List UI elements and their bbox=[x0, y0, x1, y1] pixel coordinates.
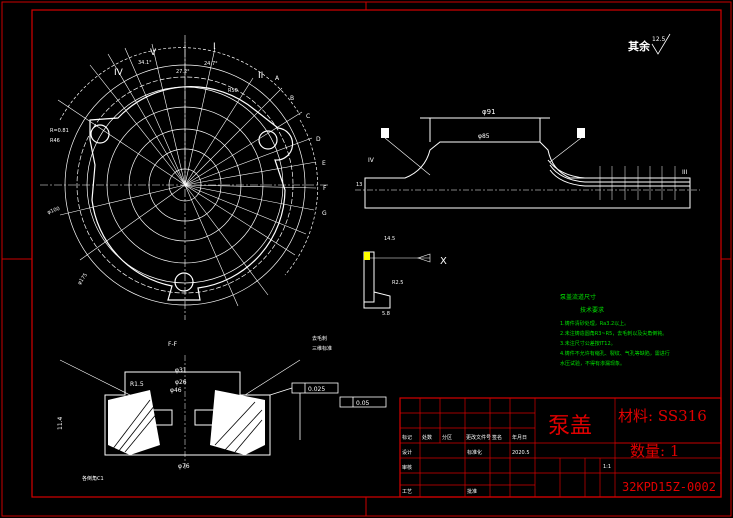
row-header-3: 更改文件号 bbox=[466, 434, 491, 441]
technical-notes: 泵盖流道尺寸 技术要求 1.铸件清砂处理，Ra3.2以上。 2.未注铸造圆角R3… bbox=[560, 293, 670, 367]
sec-phi1: φ31 bbox=[175, 367, 187, 374]
side-dim-top: φ91 bbox=[482, 108, 496, 116]
quantity: 数量: 1 bbox=[630, 442, 679, 460]
side-dim-height: 13 bbox=[356, 182, 362, 188]
role-design: 设计 bbox=[402, 449, 412, 456]
mark-II: II bbox=[258, 71, 263, 81]
sec-phi3: φ46 bbox=[170, 387, 182, 394]
tolerance-1: 0.025 bbox=[308, 386, 325, 393]
role-process: 工艺 bbox=[402, 489, 412, 495]
mark-IV: IV bbox=[114, 68, 124, 78]
role-review: 审核 bbox=[402, 464, 412, 471]
mark-C: C bbox=[306, 113, 310, 120]
dim-phi175: φ175 bbox=[77, 272, 89, 286]
mark-I: I bbox=[213, 42, 216, 52]
angle3: 24.7° bbox=[204, 61, 218, 67]
row-header-2: 分区 bbox=[442, 434, 452, 441]
mark-G: G bbox=[322, 210, 327, 217]
callout-1: 去毛刺 bbox=[312, 335, 327, 342]
detail-bottom: 5.8 bbox=[382, 311, 390, 317]
scale: 1:1 bbox=[603, 464, 611, 470]
row-header-0: 标记 bbox=[402, 434, 412, 441]
side-roman-left: IV bbox=[368, 157, 375, 164]
mark-B: B bbox=[290, 95, 294, 102]
role-standard: 标准化 bbox=[467, 449, 482, 456]
material: 材料: SS316 bbox=[618, 407, 707, 425]
mark-F: F bbox=[323, 185, 327, 192]
note-1: 1.铸件清砂处理，Ra3.2以上。 bbox=[560, 320, 629, 327]
section-view: F-F φ31 φ26 φ46 φ76 R1.5 11.4 去毛刺 三维标 bbox=[57, 335, 387, 482]
sec-phi2: φ26 bbox=[175, 379, 187, 386]
detail-view: X 14.5 R2.5 5.8 bbox=[363, 236, 447, 317]
callout-2: 三维标准 bbox=[312, 345, 332, 352]
mark-E: E bbox=[322, 160, 326, 167]
mark-A: A bbox=[275, 75, 280, 82]
roughness-note: 其余 12.5 bbox=[628, 33, 671, 55]
roughness-value: 12.5 bbox=[652, 36, 666, 43]
title-block: 泵盖 材料: SS316 数量: 1 32KPD15Z-0002 1:1 202… bbox=[399, 397, 722, 498]
notes-subtitle: 技术要求 bbox=[580, 306, 604, 314]
dim-r50: R50 bbox=[228, 88, 238, 94]
row-header-5: 年月日 bbox=[512, 434, 527, 441]
note-5: 水压试验，不得有渗漏现象。 bbox=[560, 360, 625, 367]
side-roman-right: III bbox=[682, 169, 688, 176]
note-3: 3.未注尺寸公差按IT12。 bbox=[560, 340, 616, 347]
dim-left2: R46 bbox=[50, 138, 60, 144]
detail-label-x: X bbox=[440, 256, 447, 267]
dim-left1: R=0.81 bbox=[50, 128, 69, 134]
angle2: 27.2° bbox=[176, 69, 190, 75]
detail-w: 14.5 bbox=[384, 236, 395, 242]
roughness-label: 其余 bbox=[628, 39, 651, 53]
sec-side: 11.4 bbox=[57, 416, 64, 430]
drawing-number: 32KPD15Z-0002 bbox=[622, 480, 716, 494]
tolerance-2: 0.05 bbox=[356, 400, 370, 407]
bottom-note: 各倒角C1 bbox=[82, 475, 104, 482]
angle1: 34.1° bbox=[138, 60, 152, 66]
sec-r: R1.5 bbox=[130, 381, 144, 388]
notes-title: 泵盖流道尺寸 bbox=[560, 293, 596, 301]
note-2: 2.未注铸造圆角R3~R5，去毛刺以及尖角倒钝。 bbox=[560, 330, 667, 337]
top-view: I II V IV A B C D E F G R=0.81 R46 φ100 … bbox=[40, 35, 330, 320]
part-name: 泵盖 bbox=[548, 414, 592, 439]
side-dim-mid: φ85 bbox=[478, 133, 490, 140]
detail-r: R2.5 bbox=[392, 280, 403, 286]
row-header-4: 签名 bbox=[492, 434, 502, 441]
row-header-1: 处数 bbox=[422, 434, 432, 441]
mark-D: D bbox=[316, 136, 321, 143]
dim-phi100: φ100 bbox=[47, 206, 61, 216]
inner-frame bbox=[31, 9, 722, 498]
section-label: F-F bbox=[168, 341, 178, 348]
mark-V: V bbox=[150, 48, 157, 58]
date: 2020.5 bbox=[512, 450, 530, 456]
side-view: φ91 φ85 13 IV III bbox=[355, 108, 700, 209]
note-4: 4.铸件不允许有缩孔、裂纹、气孔等缺陷，需进行 bbox=[560, 350, 670, 357]
sec-phi-bot: φ76 bbox=[178, 463, 190, 470]
role-approve: 批准 bbox=[467, 488, 477, 495]
